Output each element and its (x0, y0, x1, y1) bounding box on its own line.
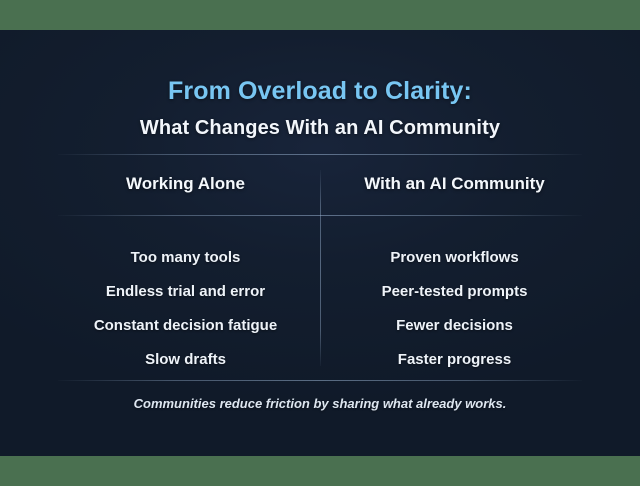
list-item: Fewer decisions (396, 317, 513, 334)
list-item: Proven workflows (390, 249, 519, 266)
top-accent-band (0, 0, 640, 30)
slide-title: From Overload to Clarity: (168, 77, 472, 105)
column-list-working-alone: Too many tools Endless trial and error C… (58, 241, 313, 377)
column-with-ai-community: With an AI Community Proven workflows Pe… (327, 170, 582, 368)
slide-stage: From Overload to Clarity: What Changes W… (0, 30, 640, 456)
list-item: Constant decision fatigue (93, 317, 278, 334)
list-item: Slow drafts (145, 351, 226, 368)
slide-footnote: Communities reduce friction by sharing w… (133, 396, 507, 411)
bottom-accent-band (0, 456, 640, 486)
divider-between-columns (320, 170, 321, 366)
column-header-working-alone: Working Alone (126, 174, 245, 193)
list-item: Too many tools (130, 249, 241, 266)
list-item: Endless trial and error (105, 283, 266, 300)
column-list-with-ai-community: Proven workflows Peer-tested prompts Few… (327, 241, 582, 377)
column-header-with-ai-community: With an AI Community (364, 174, 545, 193)
slide-subtitle: What Changes With an AI Community (139, 117, 501, 139)
column-working-alone: Working Alone Too many tools Endless tri… (58, 170, 313, 368)
divider-below-title (58, 154, 582, 155)
list-item: Faster progress (397, 351, 512, 368)
list-item: Peer-tested prompts (381, 283, 528, 300)
divider-above-footnote (58, 380, 582, 381)
